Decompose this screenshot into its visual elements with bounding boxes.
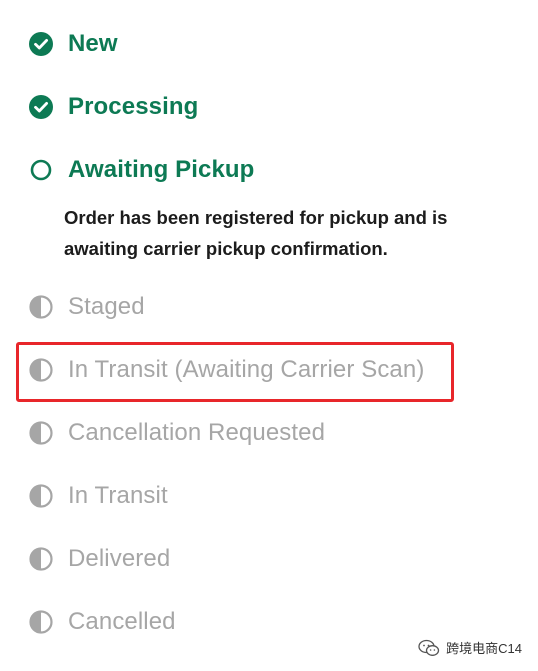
status-label-cancellation-requested: Cancellation Requested bbox=[68, 419, 326, 446]
status-label-staged: Staged bbox=[68, 293, 145, 320]
half-circle-icon bbox=[28, 420, 54, 446]
check-circle-icon bbox=[28, 94, 54, 120]
status-step-new: New bbox=[28, 30, 118, 58]
check-circle-icon bbox=[28, 31, 54, 57]
awaiting-pickup-description: Order has been registered for pickup and… bbox=[64, 207, 448, 259]
status-label-awaiting-pickup: Awaiting Pickup bbox=[68, 156, 255, 183]
status-step-in-transit: In Transit bbox=[28, 482, 168, 510]
status-label-processing: Processing bbox=[68, 93, 199, 120]
wechat-icon bbox=[418, 639, 440, 657]
status-step-in-transit-awaiting-scan: In Transit (Awaiting Carrier Scan) bbox=[28, 356, 424, 384]
status-step-cancelled: Cancelled bbox=[28, 608, 176, 636]
status-label-cancelled: Cancelled bbox=[68, 608, 176, 635]
half-circle-icon bbox=[28, 546, 54, 572]
watermark-text: 跨境电商C14 bbox=[446, 641, 522, 656]
open-circle-icon bbox=[28, 157, 54, 183]
half-circle-icon bbox=[28, 483, 54, 509]
status-step-staged: Staged bbox=[28, 293, 145, 321]
status-step-cancellation-requested: Cancellation Requested bbox=[28, 419, 325, 447]
status-step-delivered: Delivered bbox=[28, 545, 170, 573]
half-circle-icon bbox=[28, 294, 54, 320]
half-circle-icon bbox=[28, 609, 54, 635]
status-step-processing: Processing bbox=[28, 93, 198, 121]
status-step-awaiting-pickup: Awaiting Pickup bbox=[28, 156, 254, 184]
status-label-in-transit: In Transit bbox=[68, 482, 168, 509]
status-label-new: New bbox=[68, 30, 118, 57]
status-label-delivered: Delivered bbox=[68, 545, 171, 572]
watermark: 跨境电商C14 bbox=[418, 638, 522, 657]
status-label-in-transit-awaiting-scan: In Transit (Awaiting Carrier Scan) bbox=[68, 356, 425, 383]
half-circle-icon bbox=[28, 357, 54, 383]
